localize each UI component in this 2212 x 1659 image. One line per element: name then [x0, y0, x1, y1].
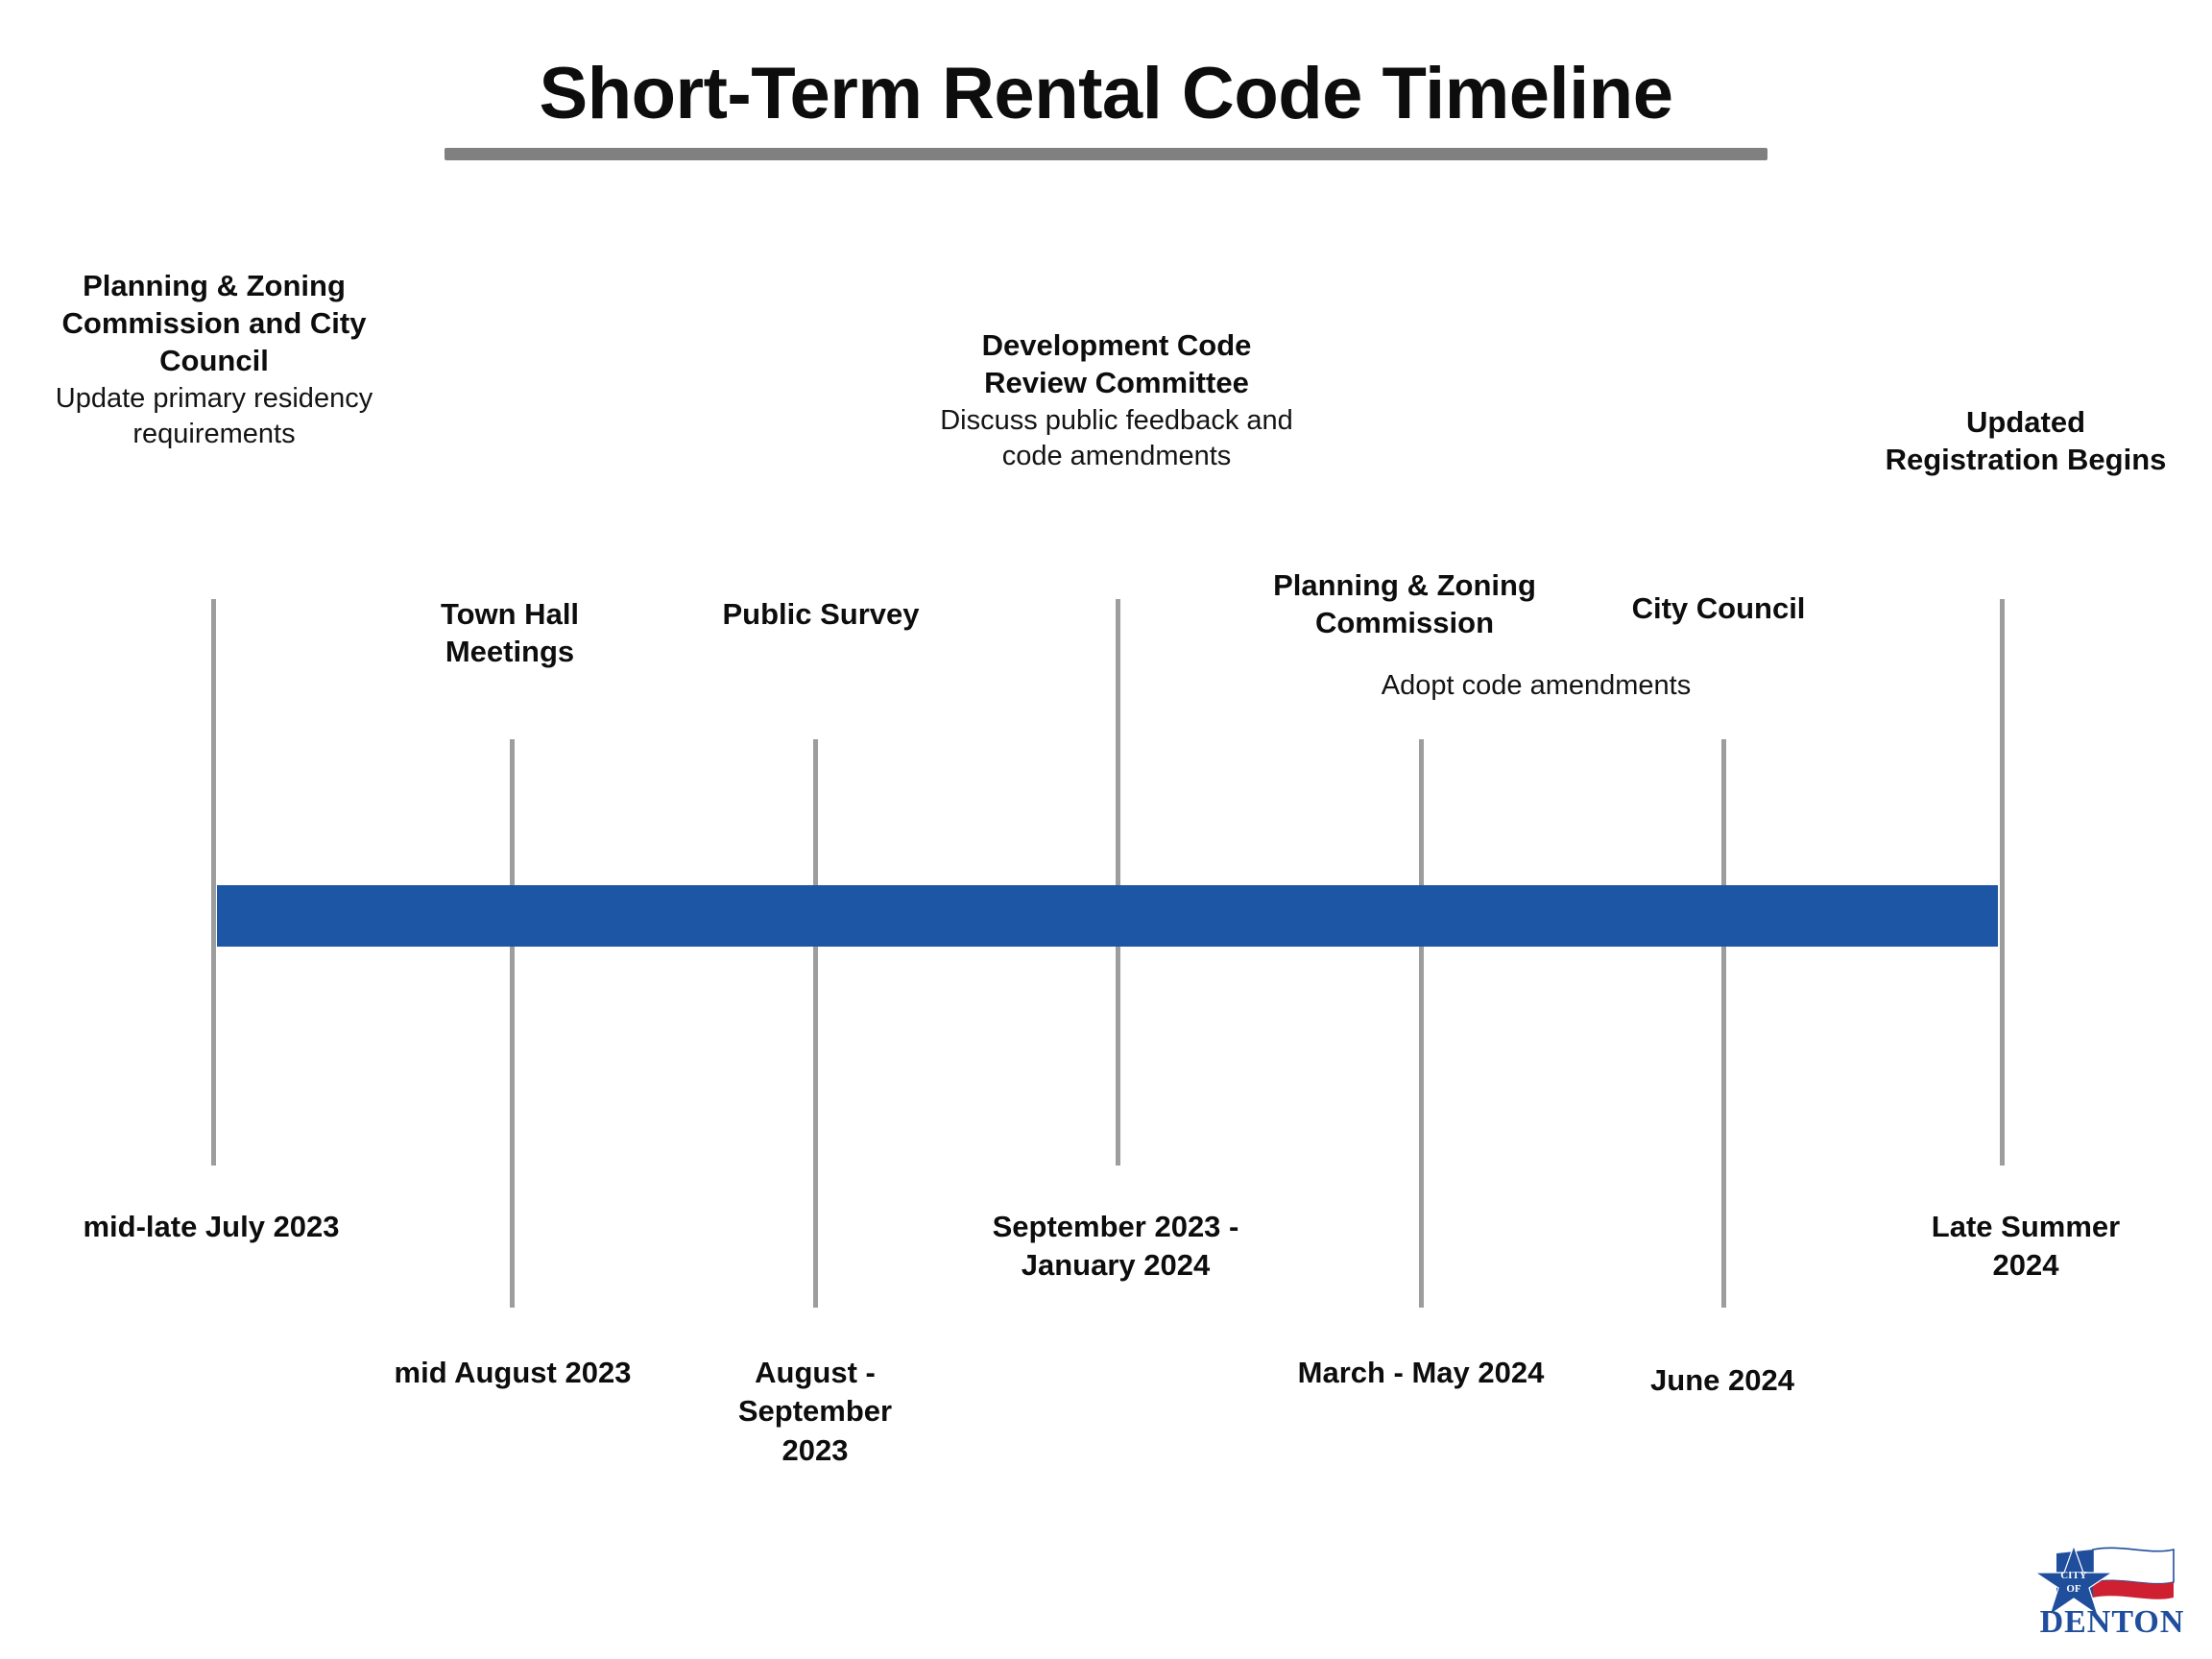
milestone-label-development-code-review-committee: Development Code Review Committee Discus…: [927, 326, 1306, 473]
milestone-title: Public Survey: [722, 597, 920, 631]
milestone-label-planning-zoning-commission: Planning & Zoning Commission: [1237, 566, 1573, 641]
logo-denton-wordmark: DENTON: [2040, 1604, 2185, 1636]
milestone-title: City Council: [1631, 591, 1806, 625]
shared-note-adopt-code-amendments: Adopt code amendments: [1325, 666, 1747, 704]
tick-line-2: [510, 739, 515, 1308]
tick-line-4: [1116, 599, 1120, 1166]
date-label-3: August - September 2023: [737, 1356, 893, 1467]
date-label-5: March - May 2024: [1297, 1356, 1545, 1389]
shared-note-text: Adopt code amendments: [1381, 670, 1692, 701]
date-label-4: September 2023 - January 2024: [992, 1210, 1239, 1283]
milestone-title: Development Code Review Committee: [981, 328, 1252, 400]
date-label-6: June 2024: [1650, 1363, 1794, 1397]
milestone-description: Discuss public feedback and code amendme…: [940, 405, 1293, 471]
tick-line-6: [1721, 739, 1726, 1308]
page-title: Short-Term Rental Code Timeline: [539, 53, 1673, 134]
tick-line-5: [1419, 739, 1424, 1308]
date-label-2: mid August 2023: [394, 1356, 632, 1389]
milestone-label-city-council: City Council: [1584, 589, 1853, 627]
date-label-1: mid-late July 2023: [83, 1210, 340, 1243]
logo-city-text: CITY: [2060, 1570, 2087, 1581]
timeline-bar: [217, 885, 1998, 947]
milestone-title: Updated Registration Begins: [1885, 405, 2167, 477]
city-of-denton-logo: CITY OF DENTON: [2028, 1544, 2197, 1636]
title-block: Short-Term Rental Code Timeline: [0, 56, 2212, 160]
milestone-description: Update primary residency requirements: [55, 383, 373, 449]
milestone-label-planning-zoning-city-council: Planning & Zoning Commission and City Co…: [27, 267, 401, 451]
milestone-label-updated-registration-begins: Updated Registration Begins: [1882, 403, 2170, 478]
date-label-7: Late Summer 2024: [1931, 1210, 2121, 1283]
milestone-title: Planning & Zoning Commission: [1273, 568, 1536, 640]
milestone-title: Town Hall Meetings: [440, 597, 580, 669]
milestone-title: Planning & Zoning Commission and City Co…: [61, 269, 367, 378]
tick-line-7: [2000, 599, 2005, 1166]
milestone-label-public-survey: Public Survey: [701, 595, 941, 633]
title-underline-rule: [445, 147, 1767, 160]
tick-line-3: [813, 739, 818, 1308]
logo-of-text: OF: [2066, 1583, 2081, 1595]
milestone-label-town-hall-meetings: Town Hall Meetings: [384, 595, 636, 670]
tick-line-1: [211, 599, 216, 1166]
